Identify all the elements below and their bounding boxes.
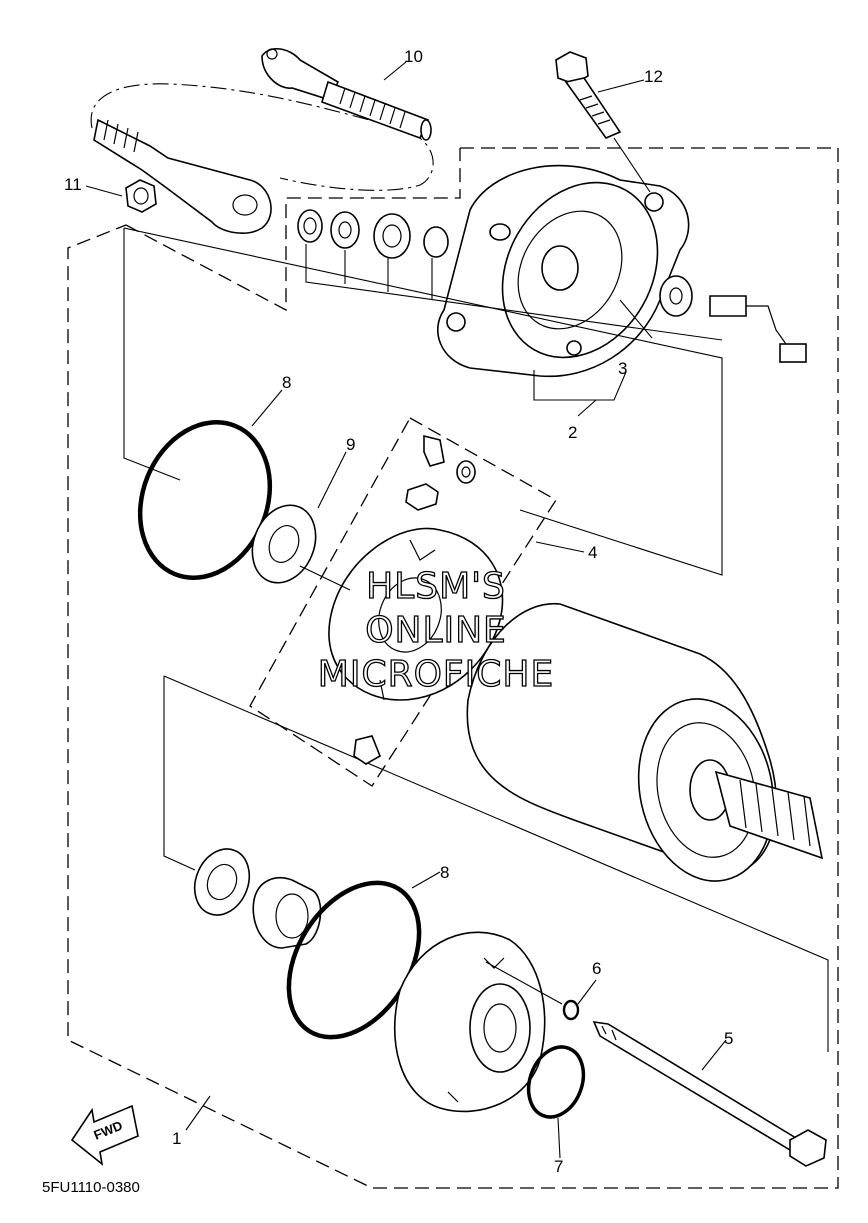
callout-11: 11 — [64, 175, 82, 194]
terminal-lead-part — [261, 48, 432, 141]
leader-12 — [597, 79, 651, 193]
cable-path — [90, 83, 434, 191]
front-cover-part — [393, 931, 546, 1113]
fwd-arrow-icon: FWD — [70, 1104, 139, 1166]
o-ring-small-part — [526, 1045, 586, 1119]
leader-5 — [701, 1039, 727, 1071]
leader-7 — [557, 1117, 561, 1159]
callout-8b: 8 — [440, 863, 449, 882]
callout-1: 1 — [172, 1129, 181, 1148]
rear-cover-part — [436, 164, 690, 378]
brush-holder-plate-part — [328, 527, 504, 701]
callout-7: 7 — [554, 1157, 563, 1176]
callout-3: 3 — [618, 359, 627, 378]
leader-3 — [619, 299, 653, 339]
leader-2-3 — [533, 370, 627, 417]
leader-8a — [251, 389, 283, 427]
callout-5: 5 — [724, 1029, 733, 1048]
callout-4: 4 — [588, 543, 597, 562]
leader-8b — [411, 871, 441, 889]
leader-9 — [299, 565, 351, 591]
leader-4 — [535, 541, 585, 553]
leader-6 — [485, 961, 597, 1005]
assembly-boundary — [67, 147, 839, 1189]
callout-12: 12 — [644, 67, 663, 86]
yoke-armature-part — [466, 603, 824, 882]
leader-10 — [383, 61, 407, 81]
callout-9: 9 — [346, 435, 355, 454]
diagram-code: 5FU1110-0380 — [42, 1179, 140, 1196]
small-o-ring-part — [562, 999, 580, 1021]
callout-2: 2 — [568, 423, 577, 442]
brush-spring-part — [353, 434, 476, 765]
watermark-line-1: HLSM'S — [366, 566, 506, 607]
leader-11 — [85, 185, 123, 197]
callout-10: 10 — [404, 47, 423, 66]
bolt-part — [555, 51, 622, 139]
callout-6: 6 — [592, 959, 601, 978]
leader-1 — [185, 1095, 211, 1131]
nut-part — [125, 179, 157, 213]
assembly-boundary-upper — [125, 148, 461, 312]
watermark-line-3: MICROFICHE — [318, 654, 554, 695]
assembly-outline-lines — [123, 227, 829, 1052]
leader-9-label — [317, 451, 347, 509]
washer-set — [297, 209, 723, 341]
callout-8a: 8 — [282, 373, 291, 392]
needle-bearing-part — [252, 876, 322, 949]
oil-seal-part — [193, 848, 251, 916]
through-bolt-part — [592, 1021, 827, 1167]
watermark-line-2: ONLINE — [365, 610, 507, 651]
washer-part — [251, 504, 317, 584]
brush-holder-boundary — [249, 417, 557, 787]
terminal-bolt-part — [659, 275, 807, 363]
connector-part — [93, 118, 272, 234]
